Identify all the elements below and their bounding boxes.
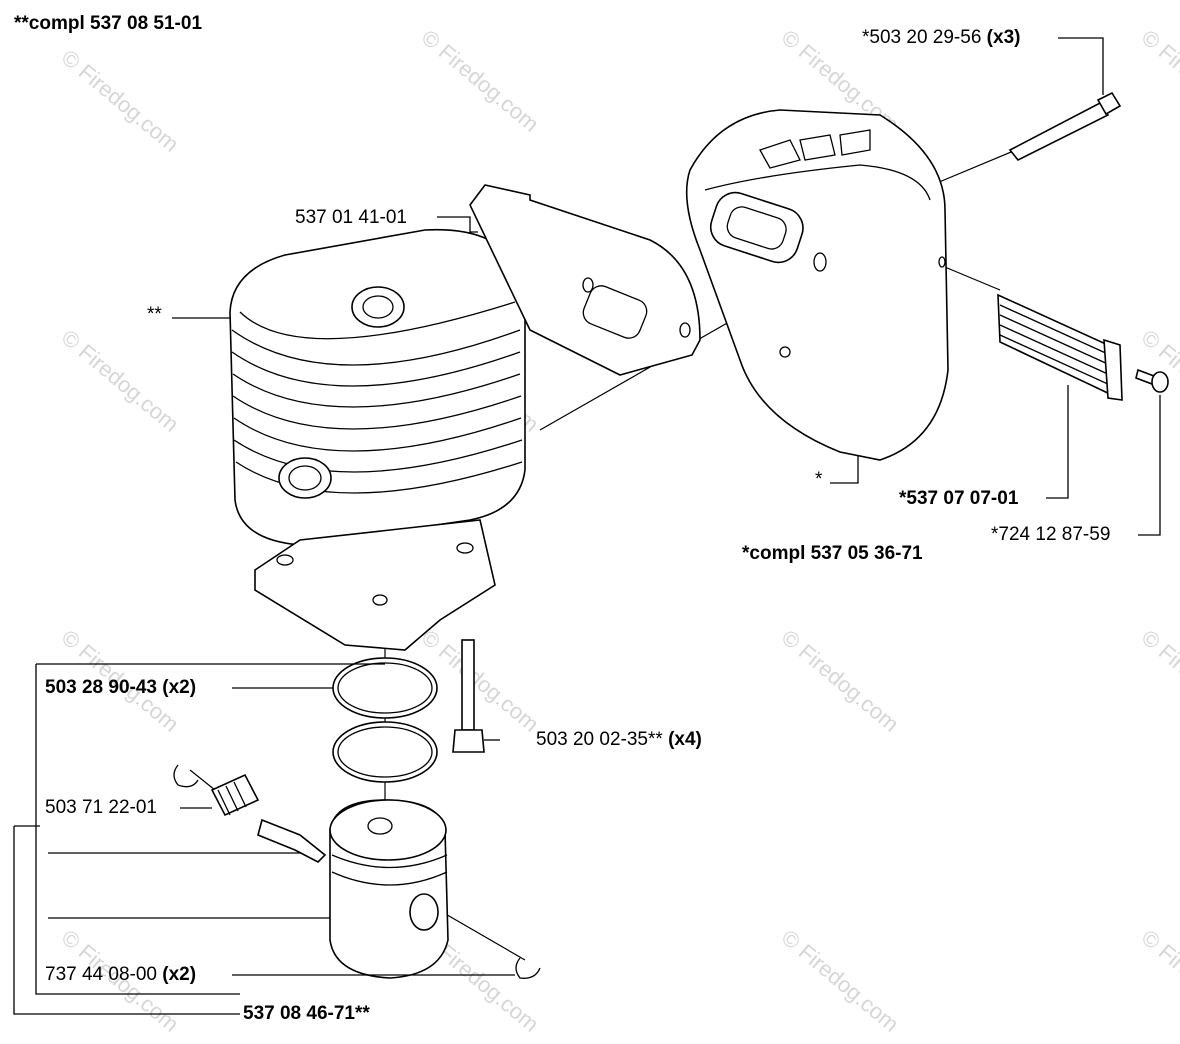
label-muffler: *: [815, 469, 823, 490]
label-muffler-bolt-qty: (x3): [986, 27, 1021, 48]
label-piston-rings-part: 503 28 90-43: [45, 677, 157, 698]
label-circlip-part: 737 44 08-00: [45, 964, 157, 985]
label-cylinder: **: [147, 304, 162, 325]
needle-bearing: [210, 773, 260, 817]
watermark: © Firedog.com: [417, 25, 544, 137]
watermark: © Firedog.com: [777, 625, 904, 737]
label-cylinder-bolt-part: 503 20 02-35**: [536, 729, 663, 750]
gasket: [469, 184, 701, 376]
circlips: [173, 764, 541, 979]
watermark: © Firedog.com: [1137, 925, 1180, 1037]
cylinder: [229, 228, 526, 651]
label-screw: *724 12 87-59: [991, 524, 1111, 545]
label-needle-bearing: 503 71 22-01: [45, 797, 157, 818]
label-cylinder-bolt-qty: (x4): [668, 729, 702, 750]
screw: [1135, 368, 1169, 393]
piston-rings: [332, 657, 438, 783]
muffler: [685, 109, 949, 461]
label-circlip-qty: (x2): [162, 964, 197, 985]
label-cylinder-kit: **compl 537 08 51-01: [14, 13, 203, 34]
cylinder-bolt: [452, 639, 485, 753]
label-muffler-kit: *compl 537 05 36-71: [742, 543, 923, 564]
label-muffler-bolt: *503 20 29-56 (x3): [862, 27, 1020, 49]
piston-pin: [257, 818, 327, 863]
muffler-bolt: [1008, 91, 1122, 162]
watermark: © Firedog.com: [1137, 625, 1180, 737]
label-piston-kit: 537 08 46-71**: [243, 1003, 370, 1024]
label-cylinder-bolt: 503 20 02-35** (x4): [536, 729, 702, 751]
watermark: © Firedog.com: [57, 325, 184, 437]
piston: [329, 799, 449, 979]
spark-screen: [997, 293, 1123, 401]
label-gasket: 537 01 41-01: [295, 207, 407, 228]
label-spark-screen: *537 07 07-01: [899, 488, 1019, 509]
watermark: © Firedog.com: [777, 925, 904, 1037]
label-piston-rings: 503 28 90-43 (x2): [45, 677, 196, 699]
label-muffler-bolt-part: *503 20 29-56: [862, 27, 982, 48]
watermark: © Firedog.com: [1137, 25, 1180, 137]
leader-lines: [13, 37, 1161, 1015]
label-circlip: 737 44 08-00 (x2): [45, 964, 196, 986]
watermark: © Firedog.com: [57, 45, 184, 157]
label-piston-rings-qty: (x2): [162, 677, 197, 698]
